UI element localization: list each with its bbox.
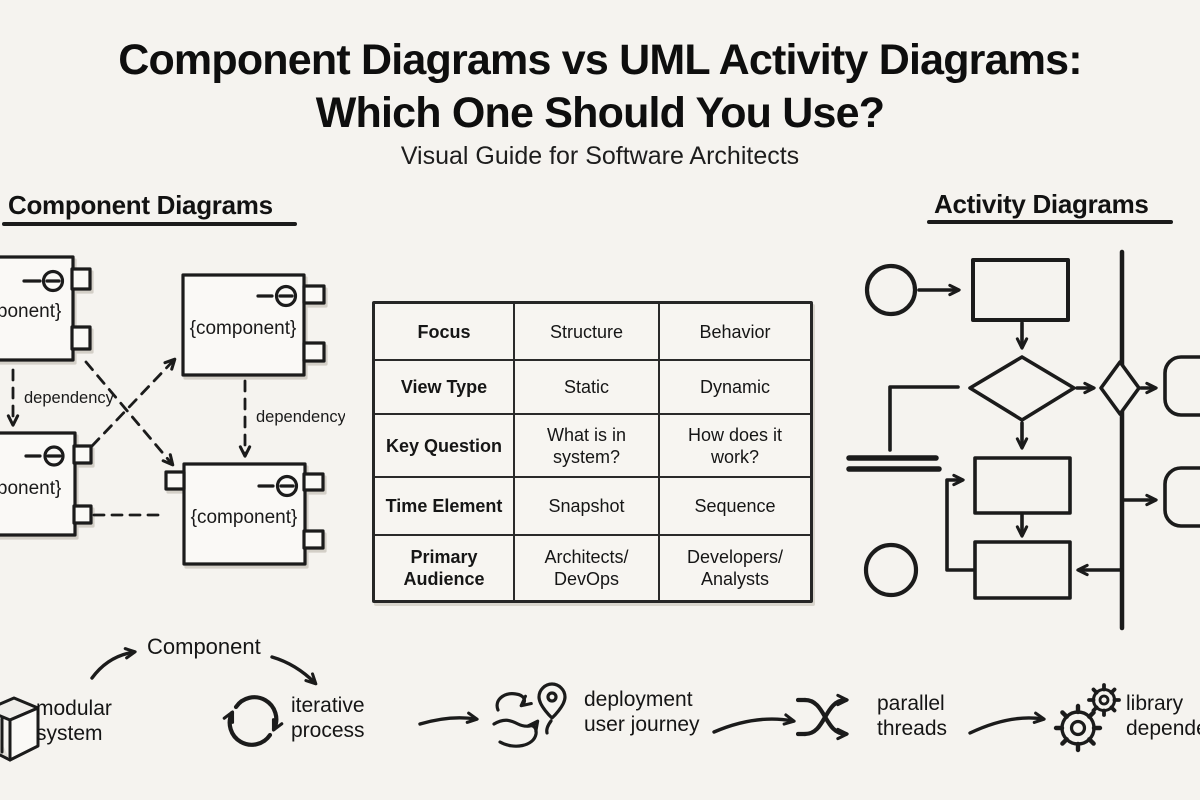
dependency-arrow bbox=[90, 357, 177, 448]
flow-arrow bbox=[418, 711, 479, 726]
dependency-label: dependency bbox=[256, 408, 345, 426]
bottom-item-label: iterative process bbox=[291, 694, 365, 742]
table-cell: Dynamic bbox=[660, 361, 810, 415]
flow-arrow bbox=[712, 713, 796, 734]
port-icon bbox=[302, 529, 325, 550]
page-title-line1: Component Diagrams vs UML Activity Diagr… bbox=[118, 36, 1082, 84]
component-label: {component} bbox=[190, 318, 297, 339]
table-row-label: View Type bbox=[375, 361, 515, 415]
activity-diagram-sketch bbox=[846, 249, 1200, 631]
gears-icon bbox=[1053, 683, 1121, 753]
callout-arrow-from-component bbox=[270, 655, 318, 686]
callout-arrow-to-component bbox=[90, 647, 137, 680]
component-callout-label: Component bbox=[147, 634, 261, 659]
table-cell: Developers/ Analysts bbox=[686, 547, 784, 589]
bottom-item-label: parallel threads bbox=[877, 692, 948, 740]
page-subtitle: Visual Guide for Software Architects bbox=[400, 142, 800, 170]
port-icon bbox=[302, 341, 326, 363]
dependency-arrow bbox=[84, 360, 175, 467]
rounded-action-node bbox=[1163, 466, 1200, 528]
end-node-icon bbox=[863, 542, 919, 598]
action-node bbox=[973, 456, 1072, 515]
cube-icon bbox=[0, 696, 40, 762]
rounded-action-node bbox=[1163, 355, 1200, 417]
port-icon bbox=[302, 472, 325, 492]
component-label: {component} bbox=[191, 507, 298, 528]
table-cell: Behavior bbox=[660, 304, 810, 361]
crossing-threads-icon bbox=[796, 693, 849, 741]
right-heading-underline bbox=[927, 220, 1173, 224]
port-icon bbox=[302, 284, 326, 305]
table-row-label: Primary Audience bbox=[375, 536, 515, 600]
component-box-bottom-right bbox=[164, 462, 325, 566]
port-icon bbox=[72, 444, 93, 465]
table-cell: Architects/ DevOps bbox=[515, 536, 660, 600]
cycle-arrows-icon bbox=[222, 695, 284, 747]
component-diagram-sketch: {component} {component} {component} {com… bbox=[0, 255, 345, 566]
flow-arrow bbox=[968, 711, 1046, 735]
journey-path-pin-icon bbox=[492, 682, 567, 748]
bottom-flow-arrows bbox=[90, 647, 1046, 735]
lollipop-interface-icon bbox=[22, 269, 65, 293]
left-section-heading: Component Diagrams bbox=[8, 190, 273, 220]
table-cell: Sequence bbox=[660, 478, 810, 536]
loop-back-connector bbox=[945, 473, 975, 572]
table-cell: What is in system? bbox=[515, 415, 660, 478]
left-heading-underline bbox=[2, 222, 297, 226]
table-row-label: Time Element bbox=[375, 478, 515, 536]
component-label: {component} bbox=[0, 478, 61, 499]
decision-diamond bbox=[968, 355, 1076, 422]
dependency-connectors bbox=[6, 357, 252, 517]
bottom-item-label: library dependencies bbox=[1126, 692, 1200, 740]
table-cell: Static bbox=[515, 361, 660, 415]
table-row-label: Key Question bbox=[375, 415, 515, 478]
right-section-heading: Activity Diagrams bbox=[934, 189, 1149, 219]
dependency-label: dependency bbox=[24, 389, 115, 407]
component-box-top-right bbox=[181, 273, 326, 377]
bottom-item-label: deployment user journey bbox=[584, 688, 700, 736]
connector-elbow bbox=[888, 385, 960, 452]
component-label: {component} bbox=[0, 301, 61, 322]
table-cell: How does it work? bbox=[660, 415, 810, 478]
bottom-item-label: modular system bbox=[36, 697, 112, 745]
table-cell: Snapshot bbox=[515, 478, 660, 536]
table-row-label: Focus bbox=[375, 304, 515, 361]
table-cell: Structure bbox=[515, 304, 660, 361]
action-node bbox=[973, 540, 1072, 600]
port-icon bbox=[72, 504, 93, 525]
page-title: Component Diagrams vs UML Activity Diagr… bbox=[0, 34, 1200, 140]
action-node bbox=[971, 258, 1070, 322]
lollipop-interface-icon bbox=[24, 445, 65, 467]
start-node-icon bbox=[864, 263, 918, 317]
merge-diamond bbox=[1099, 360, 1141, 416]
lollipop-interface-icon bbox=[256, 284, 298, 308]
port-icon bbox=[70, 325, 92, 351]
lollipop-interface-icon bbox=[257, 474, 299, 498]
port-icon bbox=[70, 267, 92, 291]
port-icon bbox=[164, 470, 186, 491]
page-title-line2: Which One Should You Use? bbox=[315, 89, 885, 137]
comparison-table: Focus Structure Behavior View Type Stati… bbox=[372, 301, 813, 603]
